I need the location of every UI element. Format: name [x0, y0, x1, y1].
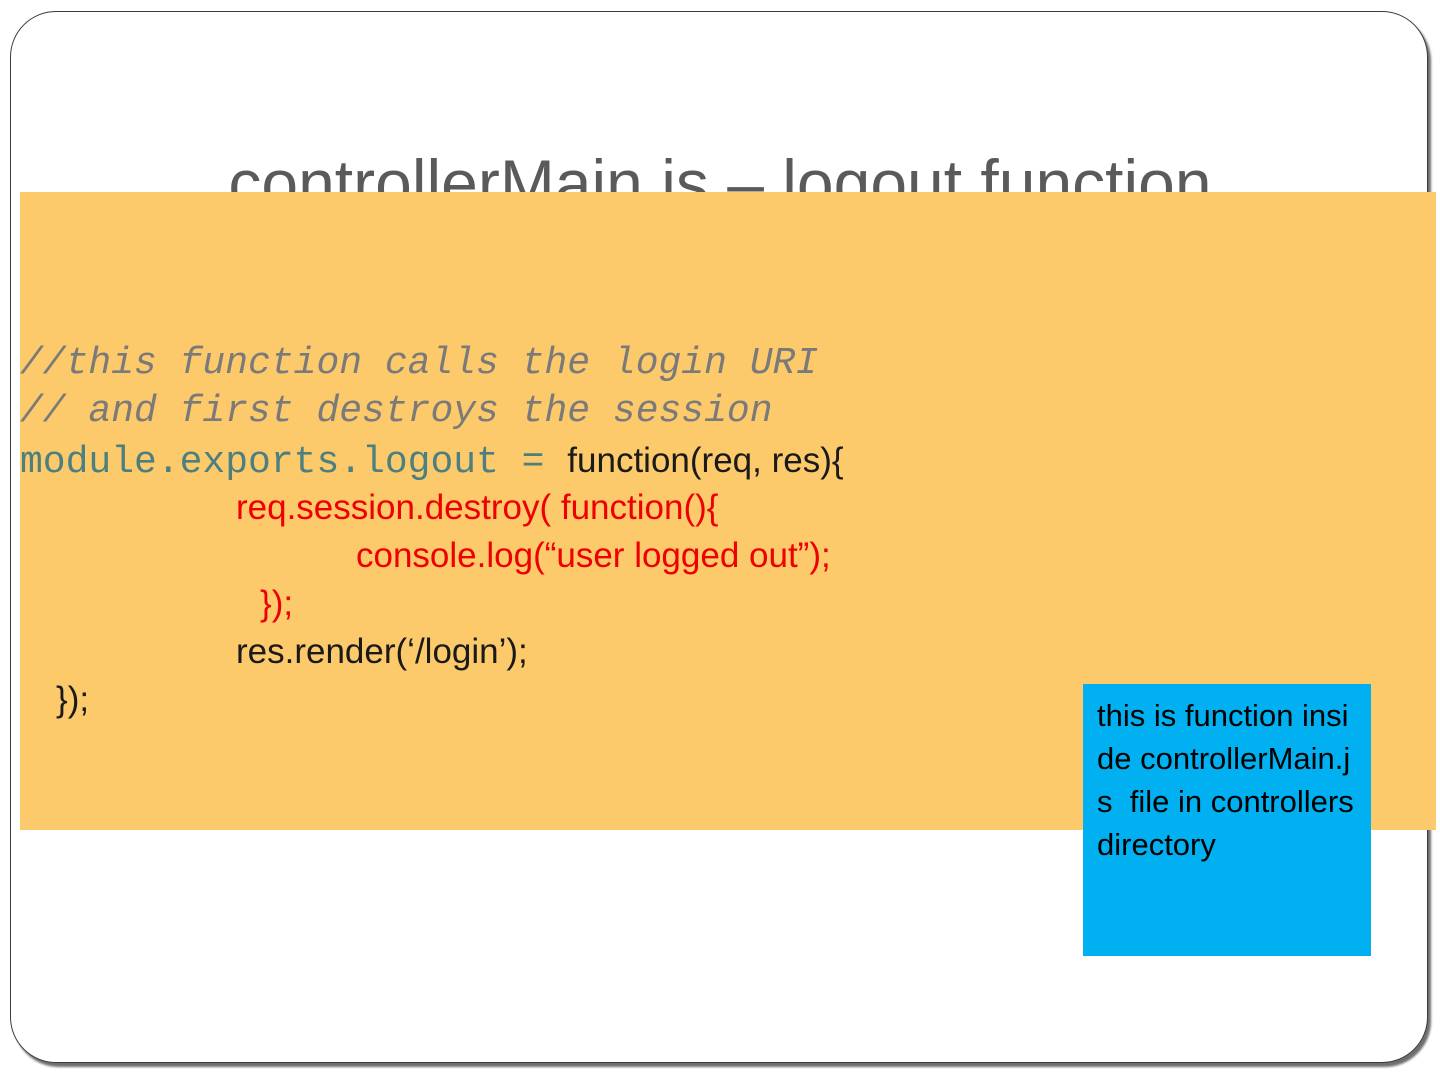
code-comment-line-1: //this function calls the login URI [20, 342, 819, 385]
code-destroy-line: req.session.destroy( function(){ [236, 488, 719, 527]
code-export-line: module.exports.logout = function(req, re… [20, 436, 844, 484]
code-export-suffix: function(req, res){ [567, 441, 844, 480]
note-box: this is function inside controllerMain.j… [1083, 684, 1371, 956]
code-inner-close-line: }); [260, 584, 294, 623]
code-export-prefix: module.exports.logout = [20, 441, 568, 484]
code-render-line: res.render(‘/login’); [236, 632, 528, 671]
code-console-line: console.log(“user logged out”); [356, 536, 831, 575]
code-comment-line-2: // and first destroys the session [20, 390, 773, 433]
code-outer-close-line: }); [56, 680, 90, 719]
note-text: this is function inside controllerMain.j… [1097, 698, 1363, 862]
